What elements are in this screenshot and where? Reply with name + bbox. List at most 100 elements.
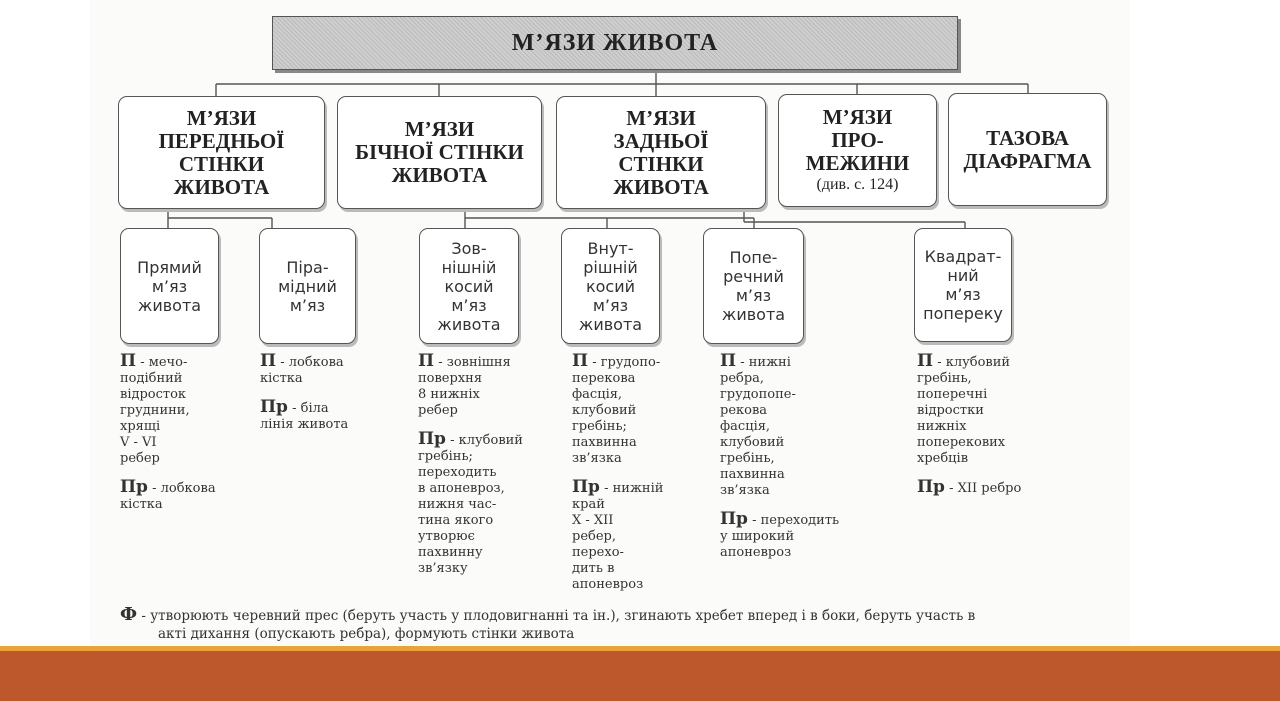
group-line: БІЧНОЇ СТІНКИ [355, 140, 524, 164]
group-line: СТІНКИ [178, 151, 265, 176]
dash: - [592, 355, 597, 370]
insertion-label: Пр [418, 429, 446, 449]
dash: - [752, 513, 757, 528]
dash: - [740, 355, 745, 370]
muscle-line: речний [723, 267, 784, 286]
origin-text: клубовий [720, 435, 785, 450]
muscle-line: Попе- [729, 248, 778, 267]
muscle-line: рішній [583, 257, 638, 277]
origin-text: грудопо- [600, 355, 661, 370]
origin-text: фасція, [572, 387, 623, 402]
muscle-line: Внут- [587, 238, 634, 258]
origin-label: П [418, 351, 435, 371]
muscle-line: живота [721, 305, 786, 324]
origin-text: 8 нижніх [418, 387, 480, 402]
origin-text: зовнішня [446, 355, 511, 370]
origin-text: поперечні [917, 387, 988, 402]
insertion-text: у широкий [720, 529, 795, 544]
muscle-line: косий [444, 276, 494, 296]
muscle-line: мідний [278, 276, 337, 296]
origin-text: пахвинна [720, 467, 785, 482]
group-line: ДІАФРАГМА [963, 148, 1092, 173]
origin-text: зв’язка [572, 451, 622, 466]
group-line: СТІНКИ [618, 151, 704, 176]
insertion-text: апоневроз [572, 577, 644, 592]
muscle-line: Піра- [286, 257, 329, 277]
origin-text: подібний [120, 371, 183, 386]
group-perineum: М’ЯЗИ ПРО- МЕЖИНИ (див. с. 124) [778, 94, 937, 207]
insertion-label: Пр [572, 477, 600, 497]
origin-text: кістка [260, 371, 303, 386]
origin-text: пахвинна [572, 435, 637, 450]
origin-text: ребер [120, 451, 160, 466]
insertion-text: перехо- [572, 545, 624, 560]
group-line: М’ЯЗИ [404, 117, 475, 141]
origin-text: поверхня [418, 371, 483, 386]
insertion-label: Пр [120, 477, 148, 497]
muscle-line: косий [585, 276, 636, 296]
insertion-text: нижній [612, 481, 664, 496]
insertion-text: в апоневроз, [418, 481, 505, 496]
insertion-label: Пр [917, 477, 945, 497]
insertion-text: нижня час- [418, 497, 497, 512]
origin-label: П [260, 351, 277, 371]
muscle-line: поперeку [923, 304, 1003, 323]
insertion-text: переходить [760, 513, 840, 528]
desc-quadratus-lumborum: П - клубовий гребінь, поперечні відростк… [917, 353, 1067, 497]
dash: - [604, 481, 609, 496]
origin-text: відросток [120, 387, 187, 402]
origin-text: поперекових [917, 435, 1006, 450]
footer-accent-line [0, 646, 1280, 651]
desc-external-oblique: П - зовнішня поверхня 8 нижніх ребер Пр … [418, 353, 553, 577]
origin-text: мечо- [148, 355, 188, 370]
desc-rectus: П - мечо- подібний відросток груднини, х… [120, 353, 245, 513]
muscle-pyramidal: Піра- мідний м’яз [259, 228, 356, 344]
group-line: ЖИВОТА [391, 163, 488, 187]
group-line: ЖИВОТА [613, 174, 709, 199]
dash: - [438, 355, 443, 370]
group-note: (див. с. 124) [816, 176, 899, 193]
muscle-line: ний [947, 266, 979, 285]
muscle-line: м’яз [945, 285, 981, 304]
origin-text: зв’язка [720, 483, 770, 498]
insertion-text: клубовий [458, 433, 523, 448]
origin-text: нижні [748, 355, 791, 370]
origin-text: перекова [572, 371, 636, 386]
dash: - [140, 355, 145, 370]
desc-transverse: П - нижні ребра, грудопопе- рекова фасці… [720, 353, 870, 561]
origin-text: хрящі [120, 419, 161, 434]
origin-label: П [120, 351, 137, 371]
origin-text: рекова [720, 403, 768, 418]
origin-text: лобкова [288, 355, 344, 370]
insertion-text: край [572, 497, 605, 512]
muscle-line: Зов- [451, 238, 487, 258]
insertion-label: Пр [720, 509, 748, 529]
muscle-rectus: Прямий м’яз живота [120, 228, 219, 344]
group-line: М’ЯЗИ [822, 105, 893, 129]
muscle-line: живота [137, 295, 202, 315]
function-text: утворюють черевний прес (беруть участь у… [150, 608, 976, 624]
muscle-line: м’яз [592, 295, 629, 315]
insertion-text: X - XII [572, 513, 614, 528]
desc-internal-oblique: П - грудопо- перекова фасція, клубовий г… [572, 353, 702, 593]
muscle-internal-oblique: Внут- рішній косий м’яз живота [561, 228, 660, 344]
origin-text: відростки [917, 403, 984, 418]
group-pelvic-diaphragm: ТАЗОВА ДІАФРАГМА [948, 93, 1107, 206]
insertion-text: XII ребро [957, 481, 1022, 496]
insertion-text: утворює [418, 529, 475, 544]
group-line: ЗАДНЬОЇ [613, 128, 709, 153]
insertion-text: апоневроз [720, 545, 792, 560]
origin-text: грудопопе- [720, 387, 796, 402]
origin-text: гребінь, [720, 451, 775, 466]
group-line: М’ЯЗИ [186, 105, 257, 130]
muscle-line: нішній [441, 257, 497, 277]
origin-label: П [917, 351, 934, 371]
origin-text: хребців [917, 451, 969, 466]
muscle-line: м’яз [289, 295, 326, 315]
muscle-line: Прямий [137, 257, 202, 277]
desc-pyramidal: П - лобкова кістка Пр - біла лінія живот… [260, 353, 400, 433]
muscle-line: м’яз [451, 295, 487, 315]
muscle-line: Квадрат- [924, 247, 1002, 266]
insertion-text: ребер, [572, 529, 616, 544]
